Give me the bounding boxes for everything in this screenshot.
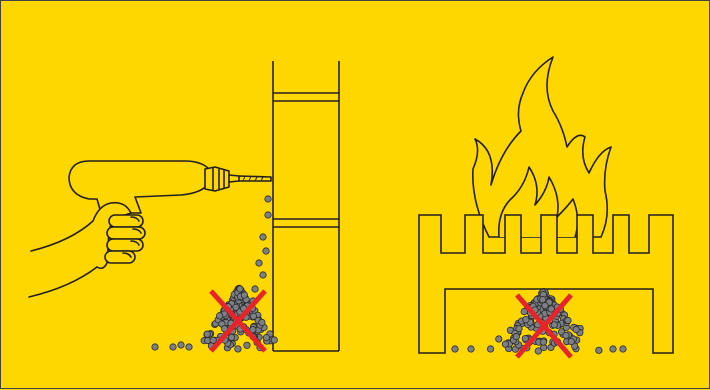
pellet (487, 346, 493, 352)
pellet (237, 286, 243, 292)
pellet (250, 313, 256, 319)
pellet (522, 335, 528, 341)
pellet (502, 341, 508, 347)
pellet (186, 344, 192, 350)
pellet (256, 260, 262, 266)
pellet (235, 346, 241, 352)
flame-icon (473, 57, 611, 237)
pellet (271, 337, 277, 343)
pellet (573, 326, 579, 332)
falling-pellets (250, 196, 271, 304)
pellet (259, 319, 265, 325)
pellet (523, 316, 529, 322)
pellet (496, 336, 502, 342)
pellet (551, 322, 557, 328)
pellet (265, 212, 271, 218)
pellet (265, 196, 271, 202)
pellet (565, 317, 571, 323)
pellet (252, 286, 258, 292)
pellet (204, 331, 210, 337)
pellet (260, 272, 266, 278)
pellet (263, 248, 269, 254)
pellet (620, 346, 626, 352)
hand-icon (29, 203, 145, 297)
wall-icon (273, 61, 339, 351)
pellet (563, 332, 569, 338)
pellet (260, 234, 266, 240)
pellet (228, 334, 234, 340)
pellet (516, 325, 522, 331)
pellet (170, 344, 176, 350)
pellet (263, 334, 269, 340)
pellet (540, 296, 546, 302)
pellet (452, 346, 458, 352)
pellet (596, 347, 602, 353)
pellet (542, 302, 548, 308)
pellet (152, 344, 158, 350)
pellet (513, 333, 519, 339)
pellet (568, 338, 574, 344)
pellet (244, 342, 250, 348)
pellet (241, 292, 247, 298)
drill-icon (69, 161, 271, 213)
pellet (540, 339, 546, 345)
pellet (610, 346, 616, 352)
pellet (468, 346, 474, 352)
pellet (178, 342, 184, 348)
pellet (548, 306, 554, 312)
pellet (216, 313, 222, 319)
